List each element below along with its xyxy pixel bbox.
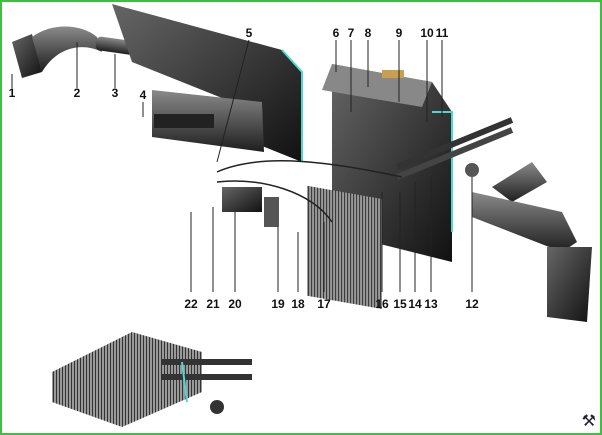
callout-7: 7	[347, 26, 355, 40]
callout-3: 3	[111, 86, 119, 100]
heater-pipes	[395, 117, 514, 180]
leader-lines	[11, 39, 473, 292]
callout-14: 14	[408, 297, 422, 311]
right-air-duct	[472, 162, 592, 322]
tools-icon: ⚒	[581, 413, 596, 430]
callout-1: 1	[8, 86, 16, 100]
callout-18: 18	[291, 297, 305, 311]
callout-19: 19	[271, 297, 285, 311]
callout-17: 17	[317, 297, 331, 311]
callout-13: 13	[424, 297, 438, 311]
callout-5: 5	[245, 26, 253, 40]
callout-9: 9	[395, 26, 403, 40]
callout-4: 4	[139, 88, 147, 102]
callout-6: 6	[332, 26, 340, 40]
heater-housing	[307, 64, 453, 310]
callout-11: 11	[435, 26, 449, 40]
left-air-duct	[12, 26, 136, 78]
tap-and-cables	[216, 160, 403, 227]
inset-radiator	[52, 332, 252, 427]
callout-8: 8	[364, 26, 372, 40]
callout-20: 20	[228, 297, 242, 311]
callout-10: 10	[420, 26, 434, 40]
callout-12: 12	[465, 297, 479, 311]
callout-2: 2	[73, 86, 81, 100]
callout-22: 22	[184, 297, 198, 311]
callout-21: 21	[206, 297, 220, 311]
callout-16: 16	[375, 297, 389, 311]
callout-15: 15	[393, 297, 407, 311]
